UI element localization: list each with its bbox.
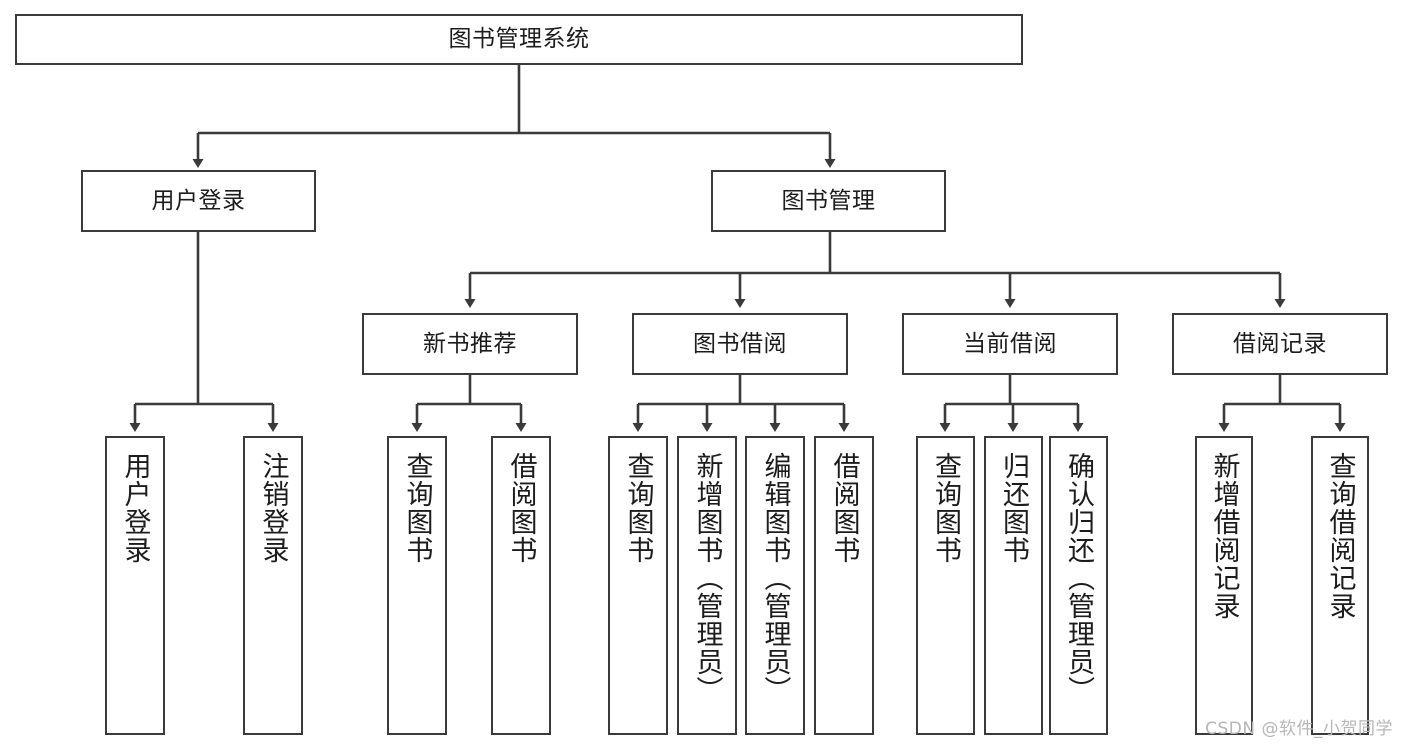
leaf-edit-book[interactable]: 编辑图书（管理员） [745,436,805,735]
node-new-book-recommend[interactable]: 新书推荐 [362,313,578,375]
node-book-borrow-label: 图书借阅 [693,330,787,357]
leaf-query-book-2[interactable]: 查询图书 [608,436,668,735]
leaf-query-record[interactable]: 查询借阅记录 [1311,436,1369,735]
leaf-query-book-3-label: 查询图书 [930,452,961,564]
leaf-logout[interactable]: 注销登录 [243,436,303,735]
leaf-borrow-book-2-label: 借阅图书 [828,452,860,564]
node-borrow-record-label: 借阅记录 [1233,330,1327,357]
node-new-book-recommend-label: 新书推荐 [423,330,517,357]
node-user-login-label: 用户登录 [151,187,246,214]
leaf-confirm-return-label: 确认归还（管理员） [1063,452,1094,704]
leaf-borrow-book-1[interactable]: 借阅图书 [491,436,551,735]
node-book-management[interactable]: 图书管理 [711,170,946,232]
node-root-label: 图书管理系统 [448,26,590,53]
leaf-query-record-label: 查询借阅记录 [1324,452,1356,620]
leaf-user-login[interactable]: 用户登录 [105,436,165,735]
watermark: CSDN @软件_小贺同学 [1205,719,1393,739]
leaf-query-book-1-label: 查询图书 [401,452,433,564]
leaf-user-login-label: 用户登录 [119,452,151,564]
leaf-edit-book-label: 编辑图书（管理员） [759,452,791,704]
leaf-logout-label: 注销登录 [257,452,289,564]
leaf-add-book[interactable]: 新增图书（管理员） [677,436,737,735]
leaf-return-book-label: 归还图书 [998,452,1029,564]
leaf-borrow-book-1-label: 借阅图书 [505,452,537,564]
leaf-add-record-label: 新增借阅记录 [1208,452,1240,620]
leaf-return-book[interactable]: 归还图书 [984,436,1043,735]
leaf-query-book-2-label: 查询图书 [622,452,654,564]
node-root[interactable]: 图书管理系统 [15,14,1023,65]
node-borrow-record[interactable]: 借阅记录 [1172,313,1388,375]
node-user-login[interactable]: 用户登录 [81,170,316,232]
node-current-borrow[interactable]: 当前借阅 [902,313,1118,375]
leaf-query-book-3[interactable]: 查询图书 [916,436,975,735]
node-book-management-label: 图书管理 [781,187,876,214]
leaf-add-book-label: 新增图书（管理员） [691,452,723,704]
leaf-query-book-1[interactable]: 查询图书 [387,436,447,735]
leaf-borrow-book-2[interactable]: 借阅图书 [814,436,874,735]
leaf-confirm-return[interactable]: 确认归还（管理员） [1049,436,1108,735]
node-current-borrow-label: 当前借阅 [963,330,1057,357]
node-book-borrow[interactable]: 图书借阅 [632,313,848,375]
leaf-add-record[interactable]: 新增借阅记录 [1195,436,1253,735]
